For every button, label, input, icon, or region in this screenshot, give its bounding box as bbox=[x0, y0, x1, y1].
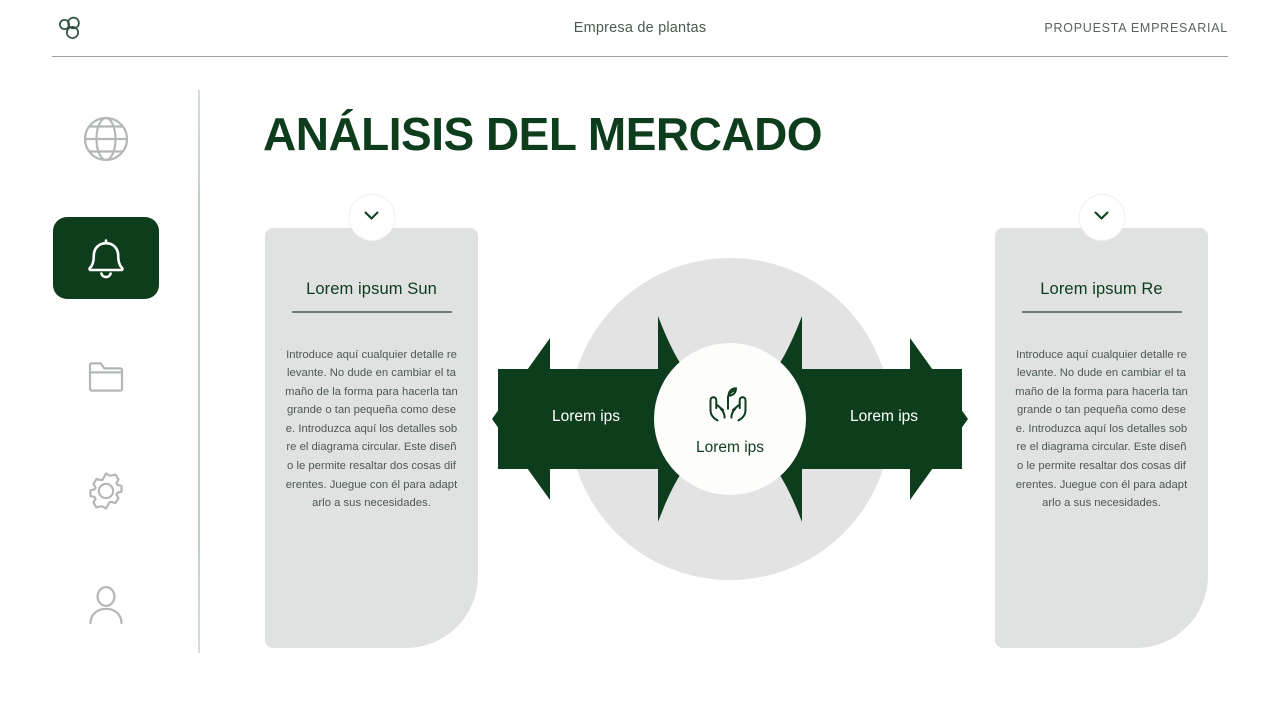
globe-icon bbox=[78, 111, 134, 167]
user-icon bbox=[79, 578, 133, 632]
sidebar-item-profile[interactable] bbox=[53, 568, 159, 642]
arrow-right-label: Lorem ips bbox=[849, 408, 919, 425]
diagram-center-node bbox=[654, 343, 806, 495]
sidebar-item-notifications[interactable] bbox=[53, 216, 159, 299]
header-proposal-label: PROPUESTA EMPRESARIAL bbox=[1044, 21, 1228, 35]
top-header: Empresa de plantas PROPUESTA EMPRESARIAL bbox=[52, 0, 1228, 57]
card-right-toggle-button[interactable] bbox=[1079, 195, 1124, 240]
info-card-right: Lorem ipsum Re Introduce aquí cualquier … bbox=[995, 195, 1208, 648]
chevron-down-icon bbox=[361, 204, 383, 231]
arrow-heads bbox=[492, 338, 968, 500]
center-diagram bbox=[490, 258, 970, 583]
center-node-label: Lorem ips bbox=[695, 439, 765, 456]
info-card-left: Lorem ipsum Sun Introduce aquí cualquier… bbox=[265, 195, 478, 648]
sidebar-item-globe[interactable] bbox=[53, 102, 159, 176]
card-right-underline bbox=[1021, 311, 1182, 313]
card-right-heading: Lorem ipsum Re bbox=[1040, 280, 1163, 298]
arrow-head-left bbox=[492, 338, 550, 500]
gear-icon bbox=[79, 464, 133, 518]
card-left-heading: Lorem ipsum Sun bbox=[306, 280, 437, 298]
header-company-name: Empresa de plantas bbox=[573, 20, 707, 36]
bell-icon bbox=[80, 232, 132, 284]
folder-icon bbox=[79, 349, 133, 403]
card-left-toggle-button[interactable] bbox=[349, 195, 394, 240]
sidebar-divider bbox=[198, 90, 200, 653]
sidebar-item-folder[interactable] bbox=[53, 339, 159, 413]
card-right-body: Introduce aquí cualquier detalle relevan… bbox=[1015, 348, 1188, 510]
hands-holding-plant-icon bbox=[700, 374, 756, 430]
trefoil-circles-logo[interactable] bbox=[52, 11, 86, 45]
arrow-head-right bbox=[910, 338, 968, 500]
chevron-down-icon bbox=[1091, 204, 1113, 231]
page-title: ANÁLISIS DEL MERCADO bbox=[263, 108, 823, 160]
card-left-body: Introduce aquí cualquier detalle relevan… bbox=[285, 348, 458, 510]
arrow-left-label: Lorem ips bbox=[551, 408, 621, 425]
card-left-underline bbox=[291, 311, 452, 313]
sidebar-item-settings[interactable] bbox=[53, 454, 159, 528]
sidebar-nav bbox=[52, 88, 160, 656]
